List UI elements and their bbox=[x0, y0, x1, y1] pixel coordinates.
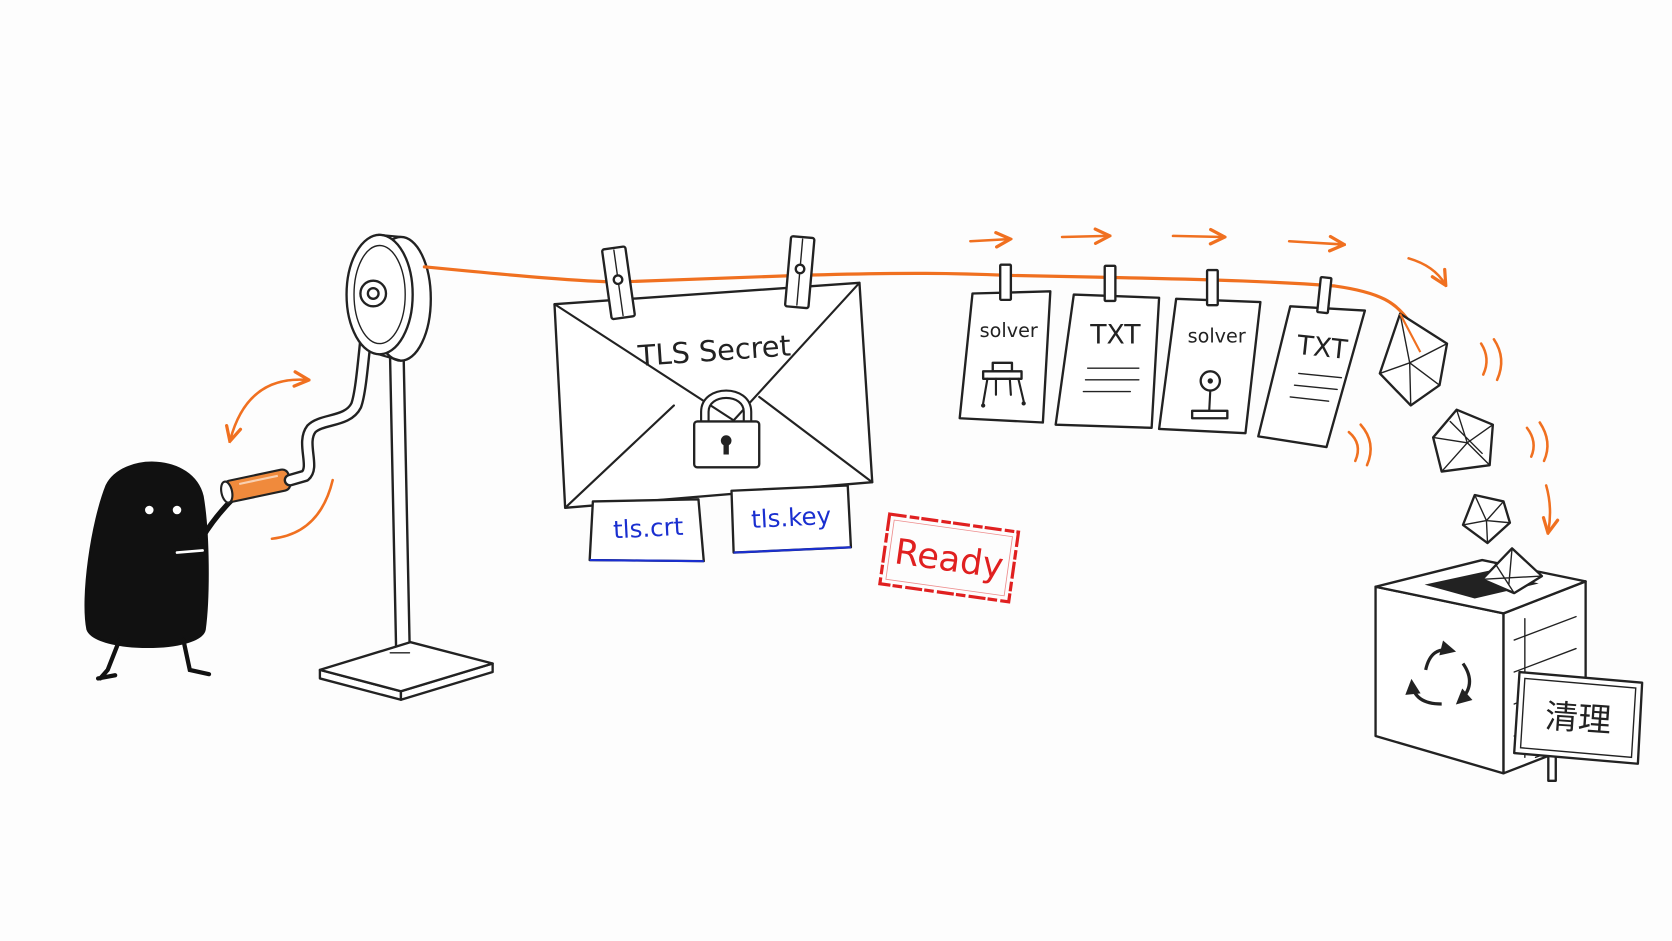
ready-stamp-label: Ready bbox=[892, 531, 1006, 587]
ready-stamp: Ready bbox=[878, 512, 1021, 604]
character-eye-left bbox=[145, 505, 154, 515]
flow-arrow bbox=[969, 239, 1008, 241]
crumpled-paper-2 bbox=[1431, 408, 1495, 473]
character-body bbox=[84, 461, 209, 648]
character-eye-right bbox=[172, 505, 182, 515]
attachment-tls-crt-label: tls.crt bbox=[612, 512, 684, 545]
flow-arrow-down bbox=[1546, 484, 1550, 531]
rotation-arrow-upper bbox=[230, 380, 307, 440]
flow-arrows bbox=[969, 236, 1550, 531]
page-solver-1: solver bbox=[958, 263, 1052, 424]
page-solver-2: solver bbox=[1157, 268, 1262, 435]
page-txt-2-label: TXT bbox=[1295, 330, 1350, 366]
clothespin-right bbox=[783, 235, 816, 310]
character bbox=[84, 461, 236, 681]
crank-handle bbox=[220, 468, 292, 504]
page-txt-1: TXT bbox=[1054, 264, 1161, 430]
page-txt-1-label: TXT bbox=[1089, 320, 1141, 351]
pod-icon bbox=[981, 361, 1026, 408]
page-txt-2: TXT bbox=[1257, 275, 1367, 449]
clothespin-left bbox=[601, 245, 636, 321]
rope bbox=[422, 265, 1412, 324]
page-solver-2-label: solver bbox=[1188, 325, 1246, 348]
attachment-tls-key: tls.key bbox=[730, 484, 853, 554]
padlock-icon bbox=[693, 389, 761, 469]
character-arm-inner bbox=[175, 549, 204, 554]
cleanup-sign: 清理 bbox=[1513, 670, 1644, 782]
attachment-tls-key-label: tls.key bbox=[750, 501, 831, 534]
attachment-tls-crt: tls.crt bbox=[588, 498, 705, 563]
service-icon bbox=[1190, 370, 1229, 420]
recycle-icon bbox=[1405, 640, 1473, 706]
rotation-arc-lower bbox=[270, 478, 334, 541]
flow-arrow bbox=[1060, 236, 1108, 237]
motion-lines bbox=[1347, 338, 1549, 467]
page-solver-1-label: solver bbox=[980, 319, 1038, 342]
flow-arrow bbox=[1287, 241, 1342, 244]
text-lines-icon bbox=[1082, 367, 1140, 393]
flow-arrow bbox=[1407, 257, 1445, 284]
crumpled-paper-in-slot bbox=[1481, 547, 1544, 595]
text-lines-icon bbox=[1289, 372, 1343, 402]
crumpled-paper-1 bbox=[1378, 312, 1449, 407]
crumpled-paper-3 bbox=[1461, 493, 1512, 545]
character-leg-right bbox=[181, 637, 212, 677]
pulley-wheel bbox=[345, 233, 432, 362]
tls-secret-envelope: TLS Secret bbox=[553, 281, 874, 509]
pulley-stand bbox=[318, 339, 494, 701]
character-leg-left bbox=[95, 637, 122, 681]
cleanup-sign-label: 清理 bbox=[1544, 696, 1613, 740]
flow-arrow bbox=[1171, 236, 1223, 237]
